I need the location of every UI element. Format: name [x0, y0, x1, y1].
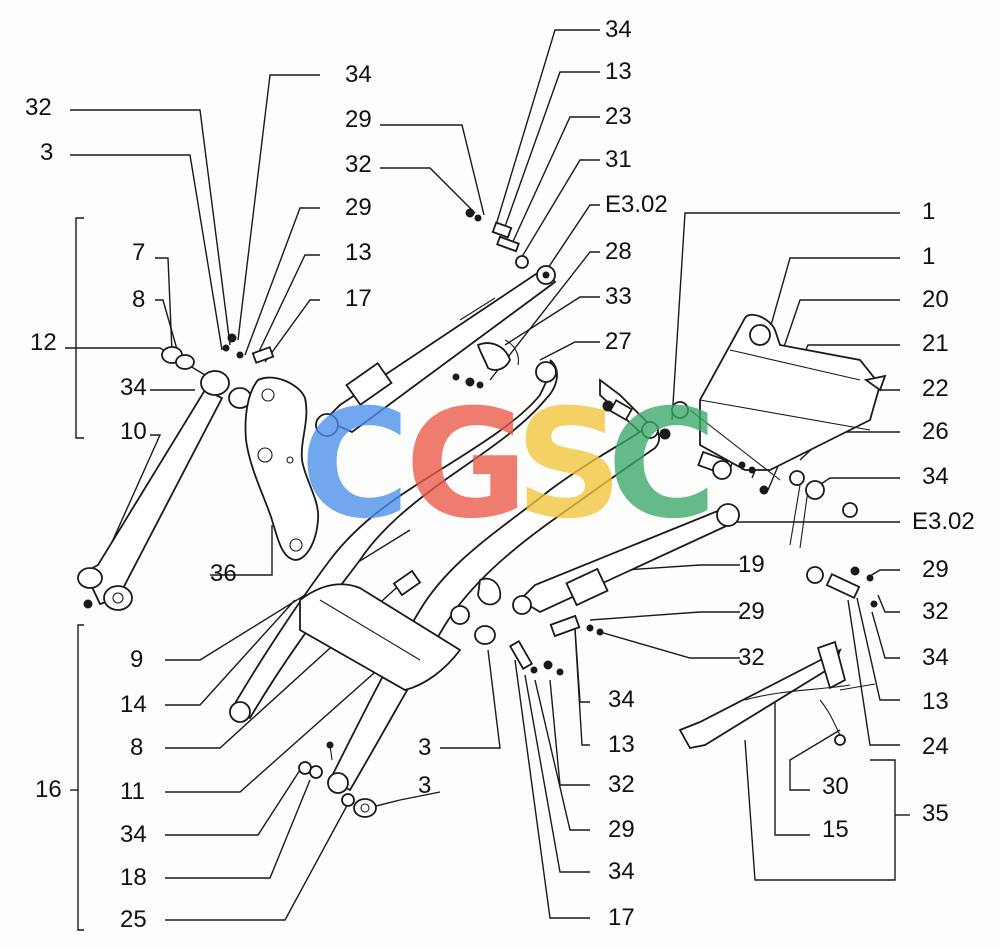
callout-label: 21 — [922, 330, 949, 357]
callout-label: 1 — [922, 243, 936, 270]
watermark-letter-2: G — [405, 378, 529, 552]
main-boom-right — [299, 423, 661, 794]
callout-label: 16 — [35, 776, 62, 803]
callout-label: 34 — [120, 821, 147, 848]
callout-label: 29 — [345, 194, 372, 221]
callout-label: 34 — [605, 16, 632, 43]
callout-label: 36 — [210, 560, 237, 587]
callout-label: 18 — [120, 864, 147, 891]
callout-label: 32 — [738, 644, 765, 671]
callout-label: 13 — [922, 688, 949, 715]
callout-label: 30 — [822, 773, 849, 800]
hardware-bottom-center — [474, 614, 604, 676]
callout-label: E3.02 — [605, 191, 668, 218]
watermark-letter-4: C — [607, 378, 718, 552]
callout-label: 32 — [922, 598, 949, 625]
callout-label: 29 — [738, 598, 765, 625]
callout-label: 19 — [738, 551, 765, 578]
callout-label: 7 — [132, 239, 146, 266]
callout-label: 34 — [608, 858, 635, 885]
main-boom-left — [228, 339, 558, 723]
callout-label: 3 — [40, 139, 54, 166]
callout-label: 3 — [418, 734, 432, 761]
callout-label: 26 — [922, 418, 949, 445]
callout-label: 24 — [922, 733, 949, 760]
support-bracket — [678, 640, 876, 750]
callout-label: 22 — [922, 375, 949, 402]
callout-label: 34 — [345, 61, 372, 88]
callout-label: 1 — [922, 198, 936, 225]
callout-label: 31 — [605, 146, 632, 173]
callout-label: 29 — [922, 556, 949, 583]
watermark-letter-1: C — [300, 378, 411, 552]
callout-label: 29 — [608, 816, 635, 843]
callout-label: 15 — [822, 816, 849, 843]
left-link-rod — [77, 346, 252, 611]
callout-label: 34 — [120, 374, 147, 401]
callout-label: 14 — [120, 691, 147, 718]
callout-label: E3.02 — [912, 508, 975, 535]
callout-label: 27 — [605, 328, 632, 355]
callout-label: 32 — [345, 151, 372, 178]
callout-label: 17 — [608, 904, 635, 931]
callout-label: 34 — [922, 463, 949, 490]
callout-label: 12 — [30, 329, 57, 356]
right-frame — [671, 313, 887, 549]
small-parts-right — [806, 566, 878, 608]
callout-label: 20 — [922, 286, 949, 313]
callout-label: 13 — [345, 239, 372, 266]
callout-label: 23 — [605, 103, 632, 130]
lift-cylinder-right — [512, 503, 740, 615]
callout-label: 3 — [418, 772, 432, 799]
hardware-top-left — [222, 333, 275, 364]
callout-label: 11 — [120, 778, 145, 805]
callout-label: 33 — [605, 283, 632, 310]
mounting-plate — [244, 376, 319, 561]
callout-label: 32 — [25, 94, 52, 121]
callout-label: 25 — [120, 906, 147, 933]
hardware-top-center — [452, 208, 529, 389]
callout-label: 8 — [130, 734, 144, 761]
callout-label: 34 — [922, 644, 949, 671]
callout-label: 8 — [132, 286, 146, 313]
lift-cylinder-upper — [315, 265, 557, 437]
callout-label: 13 — [605, 58, 632, 85]
callout-label: 32 — [608, 771, 635, 798]
callout-label: 29 — [345, 106, 372, 133]
callout-label: 9 — [130, 646, 144, 673]
callout-label: 35 — [922, 800, 949, 827]
hardware-bottom-left — [298, 741, 377, 818]
callout-label: 10 — [120, 418, 147, 445]
right-pin-assembly — [697, 450, 825, 500]
watermark-letter-3: S — [515, 378, 624, 552]
crossbar-and-pins — [599, 378, 671, 440]
callout-label: 28 — [605, 238, 632, 265]
callout-label: 13 — [608, 731, 635, 758]
callout-label: 17 — [345, 285, 372, 312]
callout-label: 34 — [608, 686, 635, 713]
